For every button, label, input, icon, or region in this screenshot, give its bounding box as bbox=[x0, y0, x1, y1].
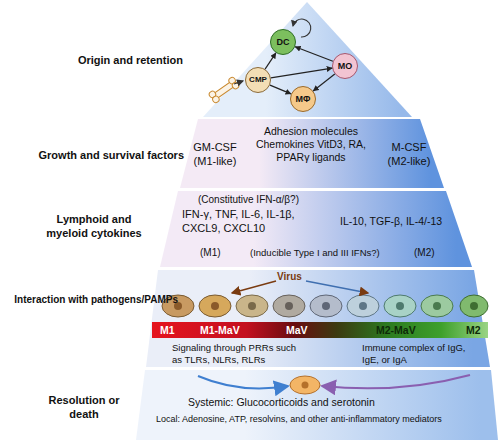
tier-heading: Lymphoid and myeloid cytokines bbox=[38, 213, 150, 241]
tier-text: M-CSF (M2-like) bbox=[380, 141, 438, 169]
cell-label: CMP bbox=[249, 76, 267, 84]
cell-label: MΦ bbox=[296, 95, 311, 104]
tier-heading: Origin and retention bbox=[55, 54, 183, 68]
tier-text: Local: Adenosine, ATP, resolvins, and ot… bbox=[156, 414, 442, 425]
cell-label: MO bbox=[338, 62, 353, 71]
tier-fill bbox=[146, 270, 490, 367]
cell-node: CMP bbox=[245, 67, 271, 93]
phenotype-label: M1 bbox=[160, 324, 175, 337]
tier-fill bbox=[180, 119, 444, 188]
tier-shape bbox=[0, 0, 500, 117]
phenotype-label: M2 bbox=[466, 324, 481, 337]
tier-fill bbox=[203, 2, 412, 117]
tier-text: IFN-γ, TNF, IL-6, IL-1β, CXCL9, CXCL10 bbox=[182, 208, 330, 236]
pyramid-tier: Lymphoid and myeloid cytokines (Constitut… bbox=[0, 191, 500, 267]
tier-fill bbox=[160, 191, 472, 267]
virus-label: Virus bbox=[277, 271, 302, 284]
tier-heading: Interaction with pathogens/PAMPs bbox=[2, 294, 178, 307]
tier-text: Systemic: Glucocorticoids and serotonin bbox=[188, 396, 375, 409]
cell-label: DC bbox=[277, 38, 290, 47]
pyramid-tier: Resolution or death Systemic: Glucocortic… bbox=[0, 370, 500, 440]
tier-text: (Constitutive IFN-α/β?) bbox=[198, 194, 299, 207]
tier-heading: Resolution or death bbox=[38, 394, 130, 422]
phenotype-label: MaV bbox=[286, 324, 308, 337]
phenotype-label: M2-MaV bbox=[376, 324, 416, 337]
pyramid-tier: Interaction with pathogens/PAMPsSignalin… bbox=[0, 270, 500, 367]
pyramid-tier: Origin and retention DC MO CMP MΦ bbox=[0, 0, 500, 117]
phenotype-label: M1-MaV bbox=[200, 324, 240, 337]
tier-fill bbox=[136, 370, 498, 440]
bone-end bbox=[208, 90, 217, 99]
tier-text: (M2) bbox=[414, 247, 435, 260]
tier-text: Signaling through PRRs such as TLRs, NLR… bbox=[172, 342, 304, 366]
tier-heading: Growth and survival factors bbox=[4, 149, 184, 163]
cell-node: MΦ bbox=[290, 86, 316, 112]
tier-text: Adhesion molecules Chemokines VitD3, RA,… bbox=[245, 125, 377, 164]
cell-node: MO bbox=[332, 53, 358, 79]
tier-text: IL-10, TGF-β, IL-4/-13 bbox=[340, 215, 442, 228]
tier-text: (M1) bbox=[200, 247, 221, 260]
tier-text: (Inducible Type I and III IFNs?) bbox=[250, 247, 380, 259]
tier-text: Immune complex of IgG, IgE, or IgA bbox=[362, 342, 482, 366]
cell-node: DC bbox=[270, 29, 296, 55]
tier-text: GM-CSF (M1-like) bbox=[186, 141, 244, 169]
pyramid-tier: Growth and survival factorsGM-CSF (M1-li… bbox=[0, 119, 500, 188]
